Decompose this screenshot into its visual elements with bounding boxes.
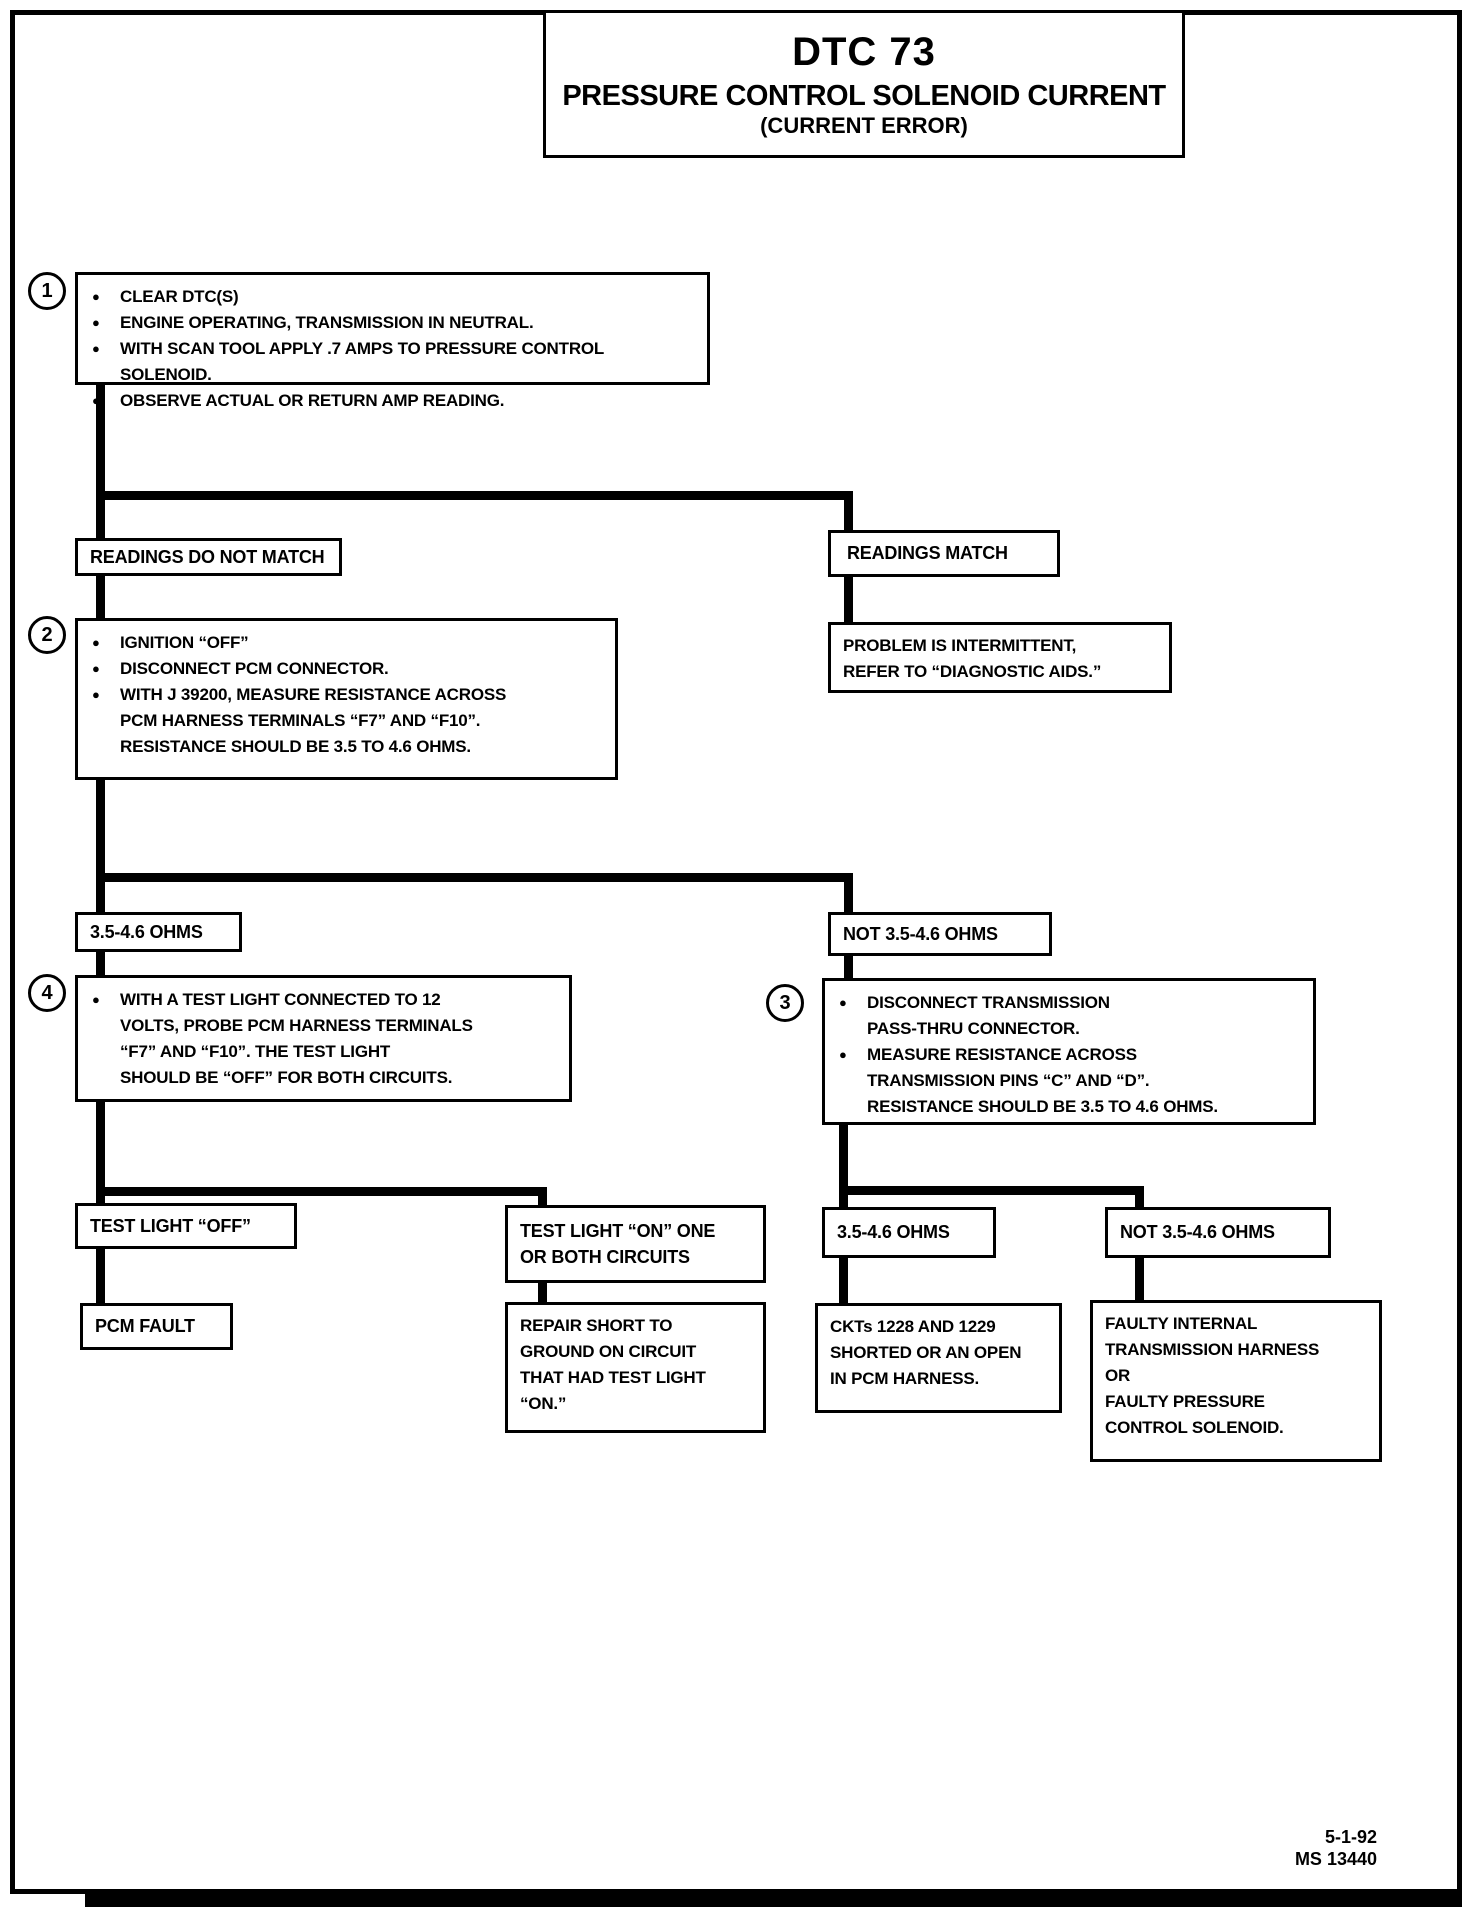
connector-line	[96, 491, 853, 500]
branch-ohms-out-of-range-1: NOT 3.5-4.6 OHMS	[828, 912, 1052, 956]
title-block: DTC 73 PRESSURE CONTROL SOLENOID CURRENT…	[543, 10, 1185, 158]
step-3-box: DISCONNECT TRANSMISSION PASS-THRU CONNEC…	[822, 978, 1316, 1125]
connector-line	[1135, 1186, 1144, 1207]
step-4-number: 4	[41, 981, 53, 1004]
connector-line	[96, 384, 105, 538]
branch-ohms-in-range-1: 3.5-4.6 OHMS	[75, 912, 242, 952]
result-intermittent: PROBLEM IS INTERMITTENT, REFER TO “DIAGN…	[828, 622, 1172, 693]
step-2-item: DISCONNECT PCM CONNECTOR.	[84, 656, 605, 682]
branch-ohms-out-of-range-2: NOT 3.5-4.6 OHMS	[1105, 1207, 1331, 1258]
step-2-list: IGNITION “OFF” DISCONNECT PCM CONNECTOR.…	[78, 621, 615, 766]
step-1-item: OBSERVE ACTUAL OR RETURN AMP READING.	[84, 388, 697, 414]
connector-line	[96, 1102, 105, 1203]
connector-line	[844, 491, 853, 532]
connector-line	[839, 1125, 848, 1207]
step-4-list: WITH A TEST LIGHT CONNECTED TO 12 VOLTS,…	[78, 978, 569, 1097]
page-subtitle: (CURRENT ERROR)	[760, 112, 968, 138]
connector-line	[96, 873, 853, 882]
branch-test-light-off: TEST LIGHT “OFF”	[75, 1203, 297, 1249]
step-1-list: CLEAR DTC(S) ENGINE OPERATING, TRANSMISS…	[78, 275, 707, 420]
branch-readings-do-not-match: READINGS DO NOT MATCH	[75, 538, 342, 576]
step-4-box: WITH A TEST LIGHT CONNECTED TO 12 VOLTS,…	[75, 975, 572, 1102]
step-3-number: 3	[779, 991, 791, 1014]
footer-date: 5-1-92	[1324, 1827, 1377, 1847]
result-faulty-internal: FAULTY INTERNAL TRANSMISSION HARNESS OR …	[1090, 1300, 1382, 1462]
step-2-number: 2	[41, 623, 53, 646]
connector-line	[844, 956, 853, 978]
connector-line	[844, 577, 853, 622]
connector-line	[839, 1186, 1144, 1195]
scan-bottom-bar	[85, 1891, 1462, 1907]
step-2-item: WITH J 39200, MEASURE RESISTANCE ACROSS …	[84, 682, 605, 760]
connector-line	[96, 952, 105, 975]
footer: 5-1-92 MS 13440	[1185, 1826, 1377, 1870]
step-3-item: DISCONNECT TRANSMISSION PASS-THRU CONNEC…	[831, 990, 1303, 1042]
step-1-item: ENGINE OPERATING, TRANSMISSION IN NEUTRA…	[84, 310, 697, 336]
step-1-number: 1	[41, 279, 53, 302]
connector-line	[96, 1249, 105, 1303]
step-2-box: IGNITION “OFF” DISCONNECT PCM CONNECTOR.…	[75, 618, 618, 780]
connector-line	[96, 780, 105, 912]
step-4-item: WITH A TEST LIGHT CONNECTED TO 12 VOLTS,…	[84, 987, 559, 1091]
step-2-item: IGNITION “OFF”	[84, 630, 605, 656]
step-3-item: MEASURE RESISTANCE ACROSS TRANSMISSION P…	[831, 1042, 1303, 1120]
step-2-badge: 2	[28, 616, 66, 654]
step-3-list: DISCONNECT TRANSMISSION PASS-THRU CONNEC…	[825, 981, 1313, 1126]
branch-readings-match: READINGS MATCH	[828, 530, 1060, 577]
connector-line	[839, 1258, 848, 1303]
connector-line	[538, 1283, 547, 1302]
footer-doc-number: MS 13440	[1294, 1849, 1377, 1869]
step-1-badge: 1	[28, 272, 66, 310]
step-1-item: CLEAR DTC(S)	[84, 284, 697, 310]
page-title: PRESSURE CONTROL SOLENOID CURRENT	[562, 80, 1166, 113]
connector-line	[844, 873, 853, 912]
dtc-code: DTC 73	[792, 30, 936, 75]
step-4-badge: 4	[28, 974, 66, 1012]
connector-line	[96, 576, 105, 620]
step-1-item: WITH SCAN TOOL APPLY .7 AMPS TO PRESSURE…	[84, 336, 697, 388]
connector-line	[96, 1187, 547, 1196]
step-1-box: CLEAR DTC(S) ENGINE OPERATING, TRANSMISS…	[75, 272, 710, 414]
result-ckts-shorted: CKTs 1228 AND 1229 SHORTED OR AN OPEN IN…	[815, 1303, 1062, 1413]
branch-ohms-in-range-2: 3.5-4.6 OHMS	[822, 1207, 996, 1258]
result-pcm-fault: PCM FAULT	[80, 1303, 233, 1350]
result-repair-short: REPAIR SHORT TO GROUND ON CIRCUIT THAT H…	[505, 1302, 766, 1433]
step-3-badge: 3	[766, 984, 804, 1022]
connector-line	[1135, 1258, 1144, 1300]
connector-line	[538, 1187, 547, 1205]
branch-test-light-on: TEST LIGHT “ON” ONE OR BOTH CIRCUITS	[505, 1205, 766, 1283]
